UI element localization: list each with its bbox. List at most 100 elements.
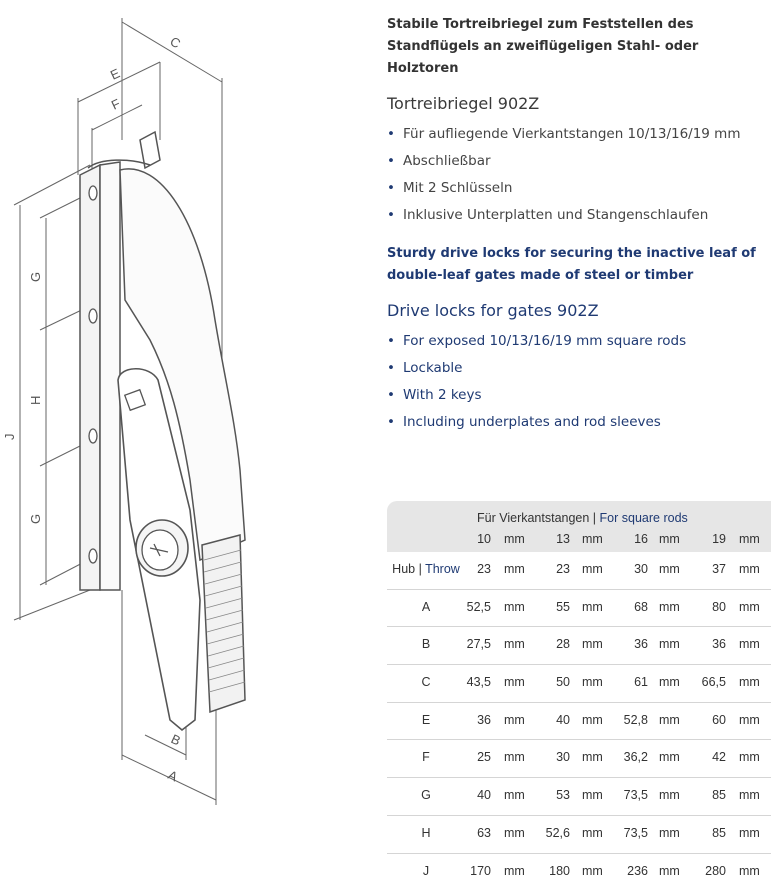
caption-german: Für Vierkantstangen | [477,511,596,525]
cell-value: 42 [692,750,726,764]
cell-value: 73,5 [614,826,648,840]
cell-unit: mm [739,750,769,764]
cell-unit: mm [582,600,612,614]
unit-header: mm [504,532,534,546]
cell-value: 85 [692,788,726,802]
cell-unit: mm [582,637,612,651]
table-caption: Für Vierkantstangen | For square rods [477,511,688,525]
bullets-english: For exposed 10/13/16/19 mm square rods L… [387,328,771,436]
cell-unit: mm [739,788,769,802]
cell-unit: mm [504,562,534,576]
cell-value: 53 [536,788,570,802]
cell-value: 43,5 [457,675,491,689]
cell-unit: mm [504,637,534,651]
row-label: C [387,675,465,689]
row-label-german: J [423,864,429,878]
cell-value: 52,5 [457,600,491,614]
row-label: J [387,864,465,878]
bullet-de: Inklusive Unterplatten und Stangenschlau… [387,202,771,229]
cell-value: 236 [614,864,648,878]
cell-unit: mm [504,675,534,689]
dim-label-b: B [169,731,183,748]
bullets-german: Für aufliegende Vierkantstangen 10/13/16… [387,121,771,229]
cell-unit: mm [582,562,612,576]
intro-english: Sturdy drive locks for securing the inac… [387,243,771,287]
row-label: Hub | Throw [387,562,465,576]
cell-unit: mm [582,788,612,802]
bullet-de: Abschließbar [387,148,771,175]
row-label: H [387,826,465,840]
title-german: Tortreibriegel 902Z [387,94,771,113]
cell-unit: mm [739,600,769,614]
bullet-de: Für aufliegende Vierkantstangen 10/13/16… [387,121,771,148]
cell-value: 28 [536,637,570,651]
row-label-german: A [422,600,430,614]
row-label-german: C [421,675,430,689]
caption-english: For square rods [600,511,688,525]
bullet-en: For exposed 10/13/16/19 mm square rods [387,328,771,355]
size-header: 16 [614,532,648,546]
cell-unit: mm [582,864,612,878]
dim-label-c: C [168,34,184,52]
cell-value: 66,5 [692,675,726,689]
row-label: E [387,713,465,727]
cell-unit: mm [659,600,689,614]
row-label: A [387,600,465,614]
row-label-german: F [422,750,430,764]
cell-unit: mm [582,750,612,764]
intro-german: Stabile Tortreibriegel zum Feststellen d… [387,14,771,80]
dim-label-e: E [108,65,122,82]
row-label-english: Throw [425,562,460,576]
dim-label-g-bottom: G [28,514,43,524]
cell-unit: mm [659,562,689,576]
cell-unit: mm [659,713,689,727]
cell-value: 36 [614,637,648,651]
cell-value: 23 [536,562,570,576]
row-label-german: B [422,637,430,651]
cell-unit: mm [659,864,689,878]
description: Stabile Tortreibriegel zum Feststellen d… [387,14,771,436]
cell-value: 30 [536,750,570,764]
cell-unit: mm [659,637,689,651]
dim-label-j: J [2,434,17,441]
cell-value: 27,5 [457,637,491,651]
cell-unit: mm [739,864,769,878]
cell-value: 36 [692,637,726,651]
cell-unit: mm [739,713,769,727]
row-label-german: E [422,713,430,727]
cell-value: 60 [692,713,726,727]
cell-value: 36,2 [614,750,648,764]
cell-unit: mm [659,750,689,764]
cell-unit: mm [659,675,689,689]
cell-value: 52,8 [614,713,648,727]
size-header: 10 [457,532,491,546]
bullet-en: Including underplates and rod sleeves [387,409,771,436]
cell-unit: mm [504,826,534,840]
cell-unit: mm [659,826,689,840]
cell-unit: mm [504,713,534,727]
cell-value: 23 [457,562,491,576]
cell-value: 280 [692,864,726,878]
cell-value: 170 [457,864,491,878]
size-header: 19 [692,532,726,546]
cell-value: 63 [457,826,491,840]
cell-value: 68 [614,600,648,614]
cell-unit: mm [739,675,769,689]
cell-unit: mm [659,788,689,802]
technical-drawing: C E F J G H G B A [0,0,380,877]
dim-label-g-top: G [28,272,43,282]
cell-unit: mm [739,637,769,651]
row-label-german: G [421,788,431,802]
cell-value: 55 [536,600,570,614]
cell-value: 80 [692,600,726,614]
cell-unit: mm [504,600,534,614]
cell-unit: mm [504,788,534,802]
